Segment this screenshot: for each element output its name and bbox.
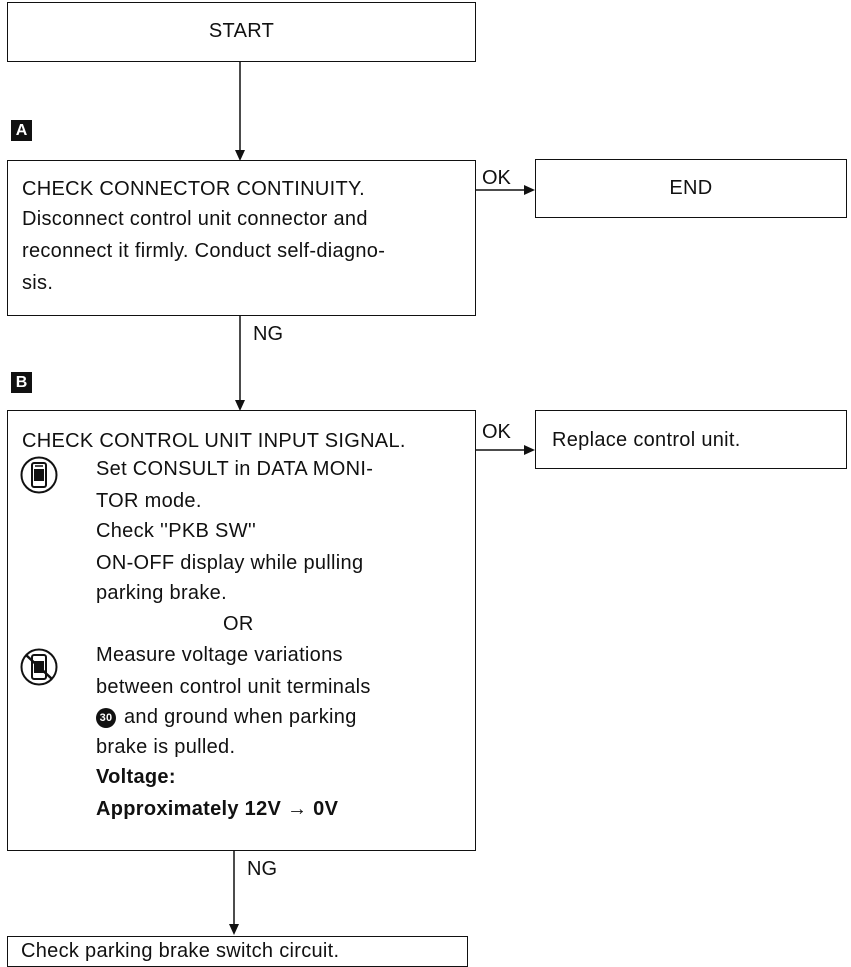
arrowhead-to-b xyxy=(235,400,245,411)
step-b-or-label: OR xyxy=(223,613,254,635)
end-box: END xyxy=(535,159,847,218)
step-b-voltage-line-3: and ground when parking xyxy=(124,706,357,728)
arrowhead-to-end xyxy=(524,185,535,195)
step-b-voltage-line-3-row: 30 and ground when parking xyxy=(96,701,357,733)
step-a-line-3: reconnect it firmly. Conduct self-diagno… xyxy=(22,240,386,262)
step-a-box: CHECK CONNECTOR CONTINUITY. Disconnect c… xyxy=(7,160,476,316)
consult-tester-icon xyxy=(20,456,58,494)
step-a-line-2: Disconnect control unit connector and xyxy=(22,208,368,230)
start-label: START xyxy=(208,20,275,42)
no-consult-tester-icon xyxy=(20,648,58,686)
step-b-box: CHECK CONTROL UNIT INPUT SIGNAL. Set CON… xyxy=(7,410,476,851)
step-a-line-1: CHECK CONNECTOR CONTINUITY. xyxy=(22,178,365,200)
step-b-voltage-line-2: between control unit terminals xyxy=(96,676,371,698)
arrowhead-to-replace xyxy=(524,445,535,455)
arrowhead-to-a xyxy=(235,150,245,161)
step-b-ng-label: NG xyxy=(247,858,277,880)
step-b-title: CHECK CONTROL UNIT INPUT SIGNAL. xyxy=(22,430,406,452)
step-marker-b: B xyxy=(11,372,32,393)
step-a-ok-label: OK xyxy=(482,167,511,189)
step-a-ng-label: NG xyxy=(253,323,283,345)
step-b-ok-label: OK xyxy=(482,421,511,443)
final-check-label: Check parking brake switch circuit. xyxy=(21,940,340,962)
step-b-voltage-line-1: Measure voltage variations xyxy=(96,644,343,666)
terminal-30-badge: 30 xyxy=(96,707,116,728)
step-b-consult-line-1: Set CONSULT in DATA MONI- xyxy=(96,458,374,480)
step-a-line-4: sis. xyxy=(22,272,54,294)
step-b-voltage-label: Voltage: xyxy=(96,766,176,788)
step-b-voltage-line-4: brake is pulled. xyxy=(96,736,236,758)
replace-control-unit-label: Replace control unit. xyxy=(552,429,741,451)
step-b-consult-line-4: ON-OFF display while pulling xyxy=(96,552,364,574)
step-marker-a: A xyxy=(11,120,32,141)
replace-control-unit-box: Replace control unit. xyxy=(535,410,847,469)
final-check-box: Check parking brake switch circuit. xyxy=(7,936,468,967)
start-box: START xyxy=(7,2,476,62)
step-b-consult-line-2: TOR mode. xyxy=(96,490,202,512)
arrowhead-to-final xyxy=(229,924,239,935)
step-b-consult-line-5: parking brake. xyxy=(96,582,227,604)
end-label: END xyxy=(669,177,713,199)
step-b-consult-line-3: Check ''PKB SW'' xyxy=(96,520,257,542)
step-b-voltage-value: Approximately 12V → 0V xyxy=(96,798,339,820)
terminal-30-number: 30 xyxy=(99,711,113,724)
